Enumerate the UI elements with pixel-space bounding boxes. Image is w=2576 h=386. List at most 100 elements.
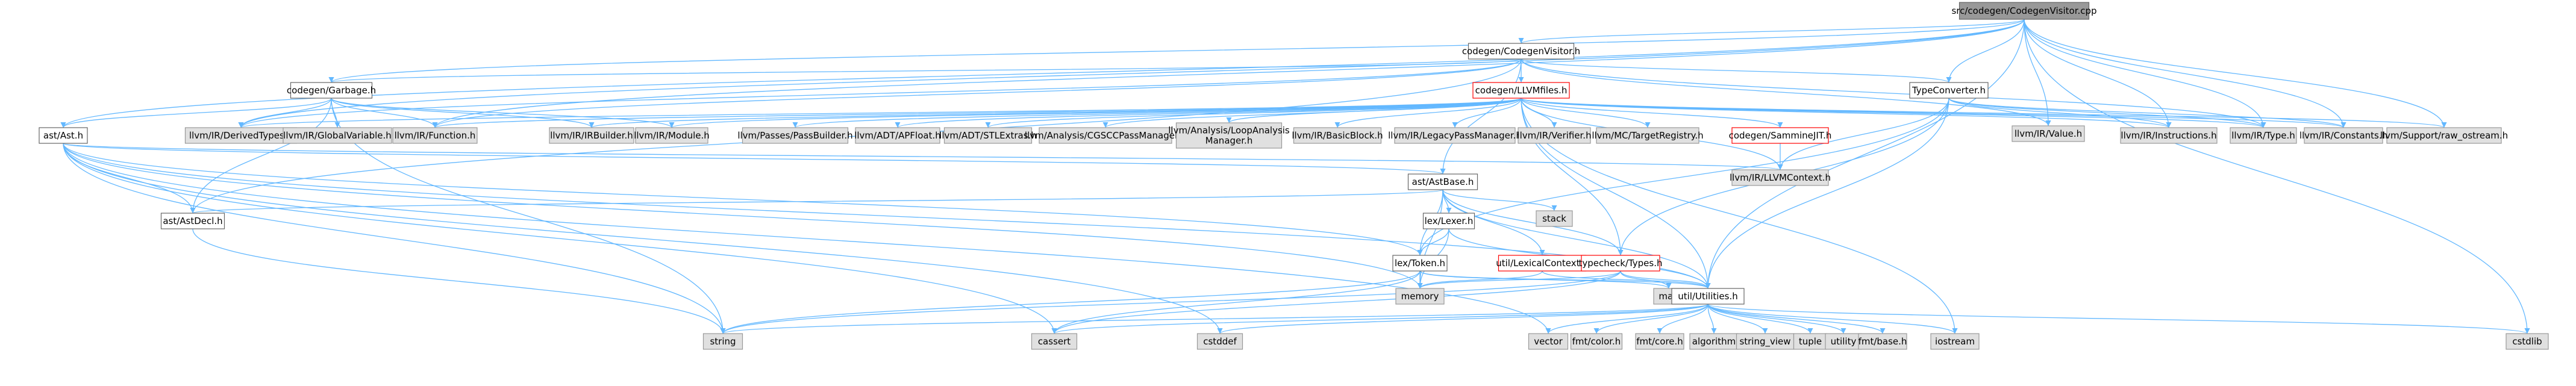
node-instructions[interactable]: llvm/IR/Instructions.h xyxy=(2120,127,2218,144)
node-astbase[interactable]: ast/AstBase.h xyxy=(1407,173,1478,190)
node-llvmcontext[interactable]: llvm/IR/LLVMContext.h xyxy=(1730,169,1831,186)
node-cassert[interactable]: cassert xyxy=(1031,333,1078,350)
node-box[interactable] xyxy=(1293,127,1382,144)
node-box[interactable] xyxy=(1407,173,1478,190)
node-box[interactable] xyxy=(1736,333,1795,350)
node-garbage[interactable]: codegen/Garbage.h xyxy=(287,82,376,99)
node-box[interactable] xyxy=(1570,333,1623,350)
node-box[interactable] xyxy=(1394,127,1516,144)
node-stack[interactable]: stack xyxy=(1536,210,1573,227)
node-tuple[interactable]: tuple xyxy=(1793,333,1828,350)
node-box[interactable] xyxy=(290,82,373,99)
node-box[interactable] xyxy=(283,127,392,144)
node-box[interactable] xyxy=(1596,127,1699,144)
node-box[interactable] xyxy=(943,127,1033,144)
node-token[interactable]: lex/Token.h xyxy=(1392,255,1448,272)
node-fmtcolor[interactable]: fmt/color.h xyxy=(1570,333,1623,350)
node-box[interactable] xyxy=(1518,127,1591,144)
node-box[interactable] xyxy=(2230,127,2297,144)
node-box[interactable] xyxy=(1528,333,1569,350)
edge-root-to-rawostream xyxy=(2024,19,2447,128)
node-legacypm[interactable]: llvm/IR/LegacyPassManager.h xyxy=(1388,127,1522,144)
node-vector[interactable]: vector xyxy=(1528,333,1569,350)
node-box[interactable] xyxy=(635,127,708,144)
node-box[interactable] xyxy=(742,127,849,144)
node-box[interactable] xyxy=(1930,333,1980,350)
node-algorithm[interactable]: algorithm xyxy=(1689,333,1739,350)
node-fmtcore[interactable]: fmt/core.h xyxy=(1635,333,1684,350)
node-box[interactable] xyxy=(160,213,225,229)
node-box[interactable] xyxy=(1175,122,1283,149)
node-box[interactable] xyxy=(1671,288,1745,305)
edge-root-to-instructions xyxy=(2024,19,2172,128)
node-cstddef[interactable]: cstddef xyxy=(1196,333,1243,350)
node-module[interactable]: llvm/IR/Module.h xyxy=(634,127,710,144)
node-globalvar[interactable]: llvm/IR/GlobalVariable.h xyxy=(283,127,392,144)
node-targetreg[interactable]: llvm/MC/TargetRegistry.h xyxy=(1592,127,1704,144)
node-cstdlib[interactable]: cstdlib xyxy=(2506,333,2549,350)
node-function[interactable]: llvm/IR/Function.h xyxy=(392,127,478,144)
node-box[interactable] xyxy=(392,127,478,144)
node-box[interactable] xyxy=(1909,82,1989,99)
node-root[interactable]: src/codegen/CodegenVisitor.cpp xyxy=(1951,2,2097,20)
node-irvalue[interactable]: llvm/IR/Value.h xyxy=(2012,125,2085,142)
node-stringview[interactable]: string_view xyxy=(1736,333,1795,350)
node-iostream[interactable]: iostream xyxy=(1930,333,1980,350)
node-cvh[interactable]: codegen/CodegenVisitor.h xyxy=(1462,43,1580,60)
node-utilities[interactable]: util/Utilities.h xyxy=(1671,288,1745,305)
node-fmtbase[interactable]: fmt/base.h xyxy=(1858,333,1907,350)
node-derived[interactable]: llvm/IR/DerivedTypes.h xyxy=(184,127,298,144)
node-lexer[interactable]: lex/Lexer.h xyxy=(1422,213,1475,229)
node-box[interactable] xyxy=(1031,333,1078,350)
node-verifier[interactable]: llvm/IR/Verifier.h xyxy=(1517,127,1592,144)
node-types[interactable]: typecheck/Types.h xyxy=(1578,255,1663,272)
node-box[interactable] xyxy=(549,127,634,144)
node-box[interactable] xyxy=(1793,333,1828,350)
node-asth[interactable]: ast/Ast.h xyxy=(39,127,88,144)
node-box[interactable] xyxy=(1858,333,1907,350)
node-box[interactable] xyxy=(2012,125,2085,142)
node-rawostream[interactable]: llvm/Support/raw_ostream.h xyxy=(2380,127,2508,144)
node-memory[interactable]: memory xyxy=(1395,288,1445,305)
node-box[interactable] xyxy=(1468,43,1575,60)
node-box[interactable] xyxy=(1472,82,1570,99)
node-string[interactable]: string xyxy=(702,333,743,350)
node-box[interactable] xyxy=(2304,127,2383,144)
node-box[interactable] xyxy=(1959,2,2090,20)
node-box[interactable] xyxy=(1731,127,1829,144)
node-label: fmt/core.h xyxy=(1636,336,1683,347)
node-passbuilder[interactable]: llvm/Passes/PassBuilder.h xyxy=(737,127,853,144)
node-box[interactable] xyxy=(1422,213,1475,229)
node-box[interactable] xyxy=(2120,127,2218,144)
node-box[interactable] xyxy=(184,127,298,144)
node-box[interactable] xyxy=(1581,255,1660,272)
node-basicblock[interactable]: llvm/IR/BasicBlock.h xyxy=(1292,127,1383,144)
node-box[interactable] xyxy=(1536,210,1573,227)
node-box[interactable] xyxy=(39,127,88,144)
node-stlextras[interactable]: llvm/ADT/STLExtras.h xyxy=(939,127,1037,144)
node-box[interactable] xyxy=(1731,169,1829,186)
node-box[interactable] xyxy=(2506,333,2549,350)
node-box[interactable] xyxy=(702,333,743,350)
node-cgscc[interactable]: llvm/Analysis/CGSCCPassManager.h xyxy=(1025,127,1186,144)
node-box[interactable] xyxy=(855,127,940,144)
node-irtype[interactable]: llvm/IR/Type.h xyxy=(2230,127,2297,144)
node-box[interactable] xyxy=(1392,255,1448,272)
edge-garbage-to-derived xyxy=(238,98,332,128)
node-lexctx[interactable]: util/LexicalContext.h xyxy=(1496,255,1589,272)
node-box[interactable] xyxy=(1689,333,1739,350)
node-box[interactable] xyxy=(1196,333,1243,350)
node-utility[interactable]: utility xyxy=(1825,333,1862,350)
node-box[interactable] xyxy=(1039,127,1172,144)
node-box[interactable] xyxy=(1395,288,1445,305)
node-typeconv[interactable]: TypeConverter.h xyxy=(1909,82,1989,99)
node-constants[interactable]: llvm/IR/Constants.h xyxy=(2299,127,2387,144)
node-sammine[interactable]: codegen/SammineJIT.h xyxy=(1729,127,1832,144)
node-irbuilder[interactable]: llvm/IR/IRBuilder.h xyxy=(549,127,634,144)
node-astdecl[interactable]: ast/AstDecl.h xyxy=(160,213,225,229)
node-llvmfiles[interactable]: codegen/LLVMfiles.h xyxy=(1472,82,1570,99)
node-box[interactable] xyxy=(1635,333,1684,350)
node-box[interactable] xyxy=(2386,127,2502,144)
node-apfloat[interactable]: llvm/ADT/APFloat.h xyxy=(854,127,941,144)
